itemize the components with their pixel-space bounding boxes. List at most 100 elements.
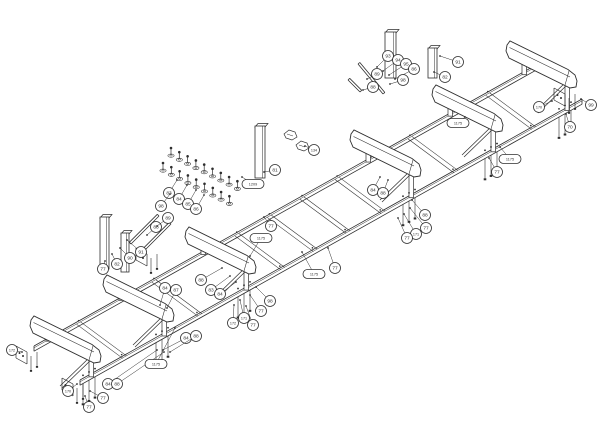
bunk-brace: [463, 126, 496, 158]
leader-dot: [439, 55, 441, 57]
frame-rail-front: [79, 100, 583, 383]
mount-bolt-head: [489, 174, 493, 177]
bolt-washer: [184, 181, 192, 185]
leader-dot: [84, 395, 86, 397]
callout-balloon-86: [190, 203, 202, 215]
bunk-board: [505, 40, 578, 89]
callout-balloon-87: [170, 284, 182, 296]
leader-dot: [249, 294, 251, 296]
callout-balloon-98: [397, 74, 409, 86]
bolt-nut: [227, 202, 231, 205]
bolt-washer: [192, 185, 200, 190]
carriage-bolt-head: [227, 175, 231, 179]
bolt-washer: [192, 166, 200, 170]
leader-dot: [126, 239, 128, 241]
callout-number: 170: [536, 106, 542, 110]
bolt-nut: [235, 187, 239, 190]
callout-balloon-82: [439, 71, 451, 83]
part-label-number: 1175: [257, 237, 265, 241]
callout-number: 77: [100, 267, 106, 273]
carriage-bolt-head: [194, 159, 198, 162]
bolt-nut: [194, 185, 198, 188]
leader-dot: [411, 199, 413, 201]
rail-bolt: [344, 228, 346, 231]
rail-bolt: [409, 134, 411, 136]
callout-number: 77: [404, 236, 410, 242]
bolt-washer: [217, 178, 225, 183]
callout-balloon-88: [195, 274, 207, 286]
callout-balloon-77: [401, 232, 413, 244]
bolt-nut: [211, 194, 215, 197]
bracket-bolt-head: [155, 268, 159, 270]
loose-brace: [141, 222, 170, 251]
carriage-bolt-head: [186, 174, 190, 177]
callout-number: 84: [162, 286, 168, 292]
carriage-bolt-head: [211, 167, 214, 171]
callout-number: 84: [176, 197, 182, 203]
bunk-edge: [353, 136, 415, 167]
bunk-end-edge: [490, 114, 496, 130]
loose-brace: [347, 79, 361, 93]
bracket-bolt-head: [573, 108, 577, 110]
carriage-bolt-head: [203, 182, 206, 186]
leader-dot: [379, 176, 381, 178]
callout-number: 88: [193, 334, 199, 340]
callout-balloon-90: [124, 252, 136, 264]
bolt-nut: [194, 166, 198, 169]
frame-rail-rear: [33, 69, 537, 352]
part-label-pill-1175: [249, 233, 273, 243]
callout-number: 88: [198, 278, 204, 284]
callout-balloon-98: [155, 200, 167, 212]
rail-bolt: [196, 311, 198, 314]
mount-nut: [558, 107, 560, 110]
bunk-brace: [132, 314, 165, 346]
leader-dot: [580, 98, 582, 100]
callout-number: 84: [183, 336, 189, 342]
bolt-washer: [217, 197, 225, 202]
callout-balloon-77: [255, 305, 267, 317]
callout-number: 94: [395, 58, 401, 64]
callout-number: 77: [250, 323, 256, 329]
callout-number: 88: [114, 382, 120, 388]
bunk-front-post: [490, 128, 496, 153]
rail-bolt: [301, 194, 303, 197]
rail-bolt: [452, 168, 454, 170]
leader-dot: [174, 327, 176, 329]
callout-number: 82: [442, 75, 448, 81]
mount-bolt-head: [483, 178, 487, 181]
carriage-bolt-head: [161, 161, 165, 165]
leader-dot: [255, 286, 257, 288]
mount-nut: [490, 146, 492, 148]
carriage-bolt-head: [169, 146, 173, 150]
mount-bolt-head: [401, 224, 405, 227]
callout-number: 77: [100, 396, 106, 402]
leader-dot: [166, 307, 168, 309]
carriage-bolt-head: [178, 170, 181, 173]
bolt-washer: [175, 157, 183, 162]
bunk-edge: [33, 322, 95, 353]
mount-nut: [249, 280, 251, 283]
mount-nut: [167, 326, 169, 329]
callout-number: 86: [411, 67, 417, 73]
bunk-brace: [461, 124, 494, 156]
callout-balloon-77: [247, 319, 259, 331]
leader-dot: [464, 116, 466, 118]
bolt-nut: [227, 183, 231, 186]
leader-dot: [388, 74, 390, 76]
callout-balloon-93: [382, 50, 394, 62]
callout-number: 88: [380, 191, 386, 197]
bracket-bolt-head: [149, 272, 153, 274]
cross-member: [271, 214, 318, 250]
mount-bolt-head: [166, 355, 170, 358]
leader-dot: [394, 78, 396, 80]
mount-nut: [402, 195, 404, 198]
mount-nut: [484, 149, 486, 152]
corner-bracket: [61, 377, 74, 385]
clamp-bracket-edge: [298, 144, 306, 148]
leader-dot: [156, 349, 158, 351]
mount-bolt-head: [93, 396, 97, 399]
callout-balloon-77: [97, 263, 109, 275]
leader-dot: [169, 351, 171, 353]
mount-nut: [243, 284, 245, 287]
callout-balloon-88: [419, 209, 431, 221]
